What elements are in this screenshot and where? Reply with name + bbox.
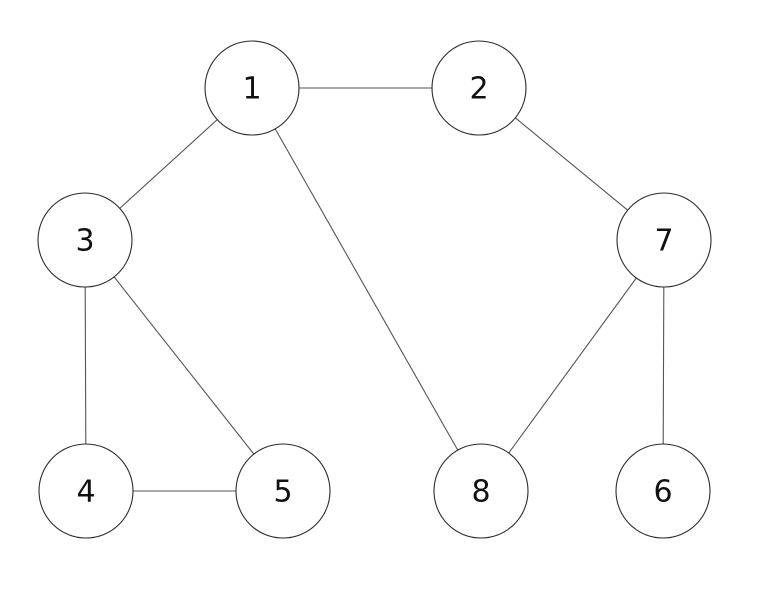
graph-node-3[interactable]: 3 [37,192,133,288]
graph-node-8[interactable]: 8 [433,443,529,539]
graph-edge-1-8 [274,128,459,451]
graph-node-label-4: 4 [76,475,95,510]
graph-node-label-6: 6 [653,475,672,510]
graph-node-2[interactable]: 2 [431,40,527,136]
graph-node-label-3: 3 [75,224,94,259]
graph-node-circle-8[interactable] [433,443,529,539]
graph-edge-3-4 [84,286,87,445]
edge-layer [84,87,665,492]
graph-node-circle-2[interactable] [431,40,527,136]
graph-node-7[interactable]: 7 [616,192,712,288]
graph-node-label-8: 8 [471,475,490,510]
node-layer: 1 2 3 7 4 5 8 6 [37,40,712,539]
graph-node-6[interactable]: 6 [615,443,711,539]
graph-node-4[interactable]: 4 [38,443,134,539]
graph-node-circle-3[interactable] [37,192,133,288]
graph-node-label-5: 5 [273,475,292,510]
graph-edge-7-8 [508,277,637,454]
graph-node-label-2: 2 [469,72,488,107]
graph-edge-2-7 [514,117,629,211]
graph-edge-1-3 [119,119,218,209]
graph-node-circle-5[interactable] [235,443,331,539]
graph-node-circle-6[interactable] [615,443,711,539]
graph-node-label-7: 7 [654,224,673,259]
graph-edge-7-6 [662,286,665,445]
graph-edge-3-5 [113,276,255,455]
graph-node-label-1: 1 [242,72,261,107]
graph-node-circle-1[interactable] [204,40,300,136]
graph-node-circle-7[interactable] [616,192,712,288]
graph-node-5[interactable]: 5 [235,443,331,539]
graph-node-1[interactable]: 1 [204,40,300,136]
graph-node-circle-4[interactable] [38,443,134,539]
